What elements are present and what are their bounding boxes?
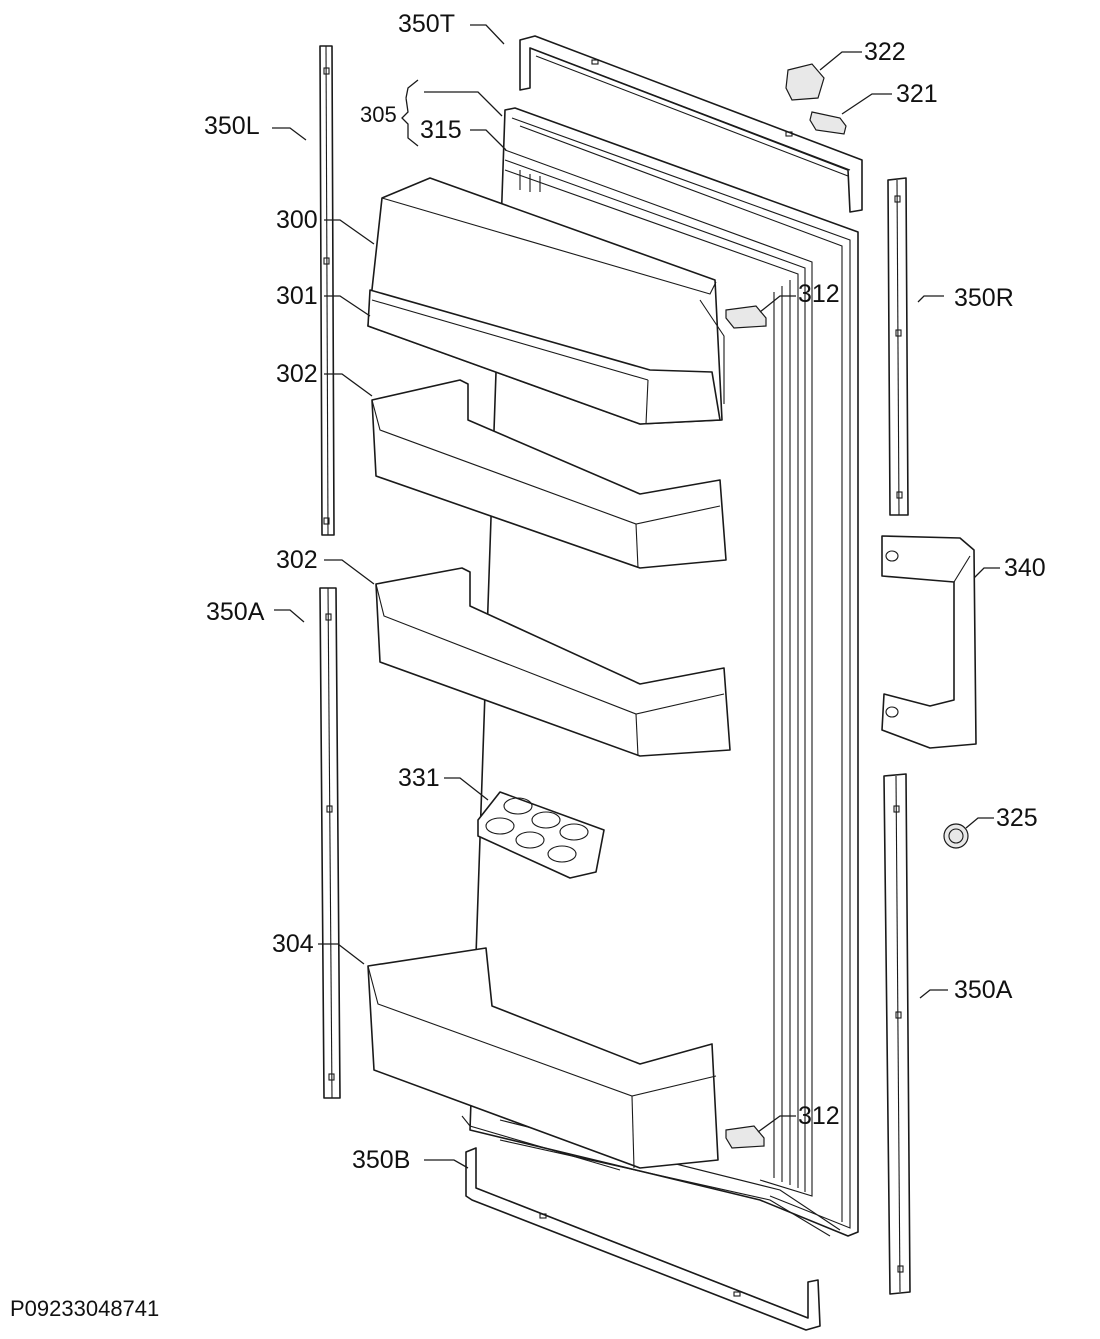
label-350T: 350T bbox=[398, 10, 455, 38]
label-305: 305 bbox=[360, 102, 397, 127]
cap bbox=[943, 823, 969, 849]
dairy-compartment bbox=[367, 177, 725, 425]
door-shelf-upper bbox=[371, 379, 727, 569]
clip-upper bbox=[725, 305, 767, 329]
label-302-upper: 302 bbox=[276, 360, 318, 388]
label-350A-left: 350A bbox=[206, 598, 265, 626]
door-shelf-middle bbox=[375, 567, 731, 757]
top-trim-strip bbox=[519, 35, 863, 213]
label-300: 300 bbox=[276, 206, 318, 234]
clip-lower bbox=[725, 1125, 765, 1149]
label-321: 321 bbox=[896, 80, 938, 108]
drawing-code: P09233048741 bbox=[10, 1296, 160, 1321]
bottle-shelf bbox=[367, 947, 719, 1171]
label-304: 304 bbox=[272, 930, 314, 958]
right-strip-upper bbox=[887, 177, 909, 516]
label-302-middle: 302 bbox=[276, 546, 318, 574]
label-350B: 350B bbox=[352, 1146, 411, 1174]
label-325: 325 bbox=[996, 804, 1038, 832]
left-strip-lower bbox=[319, 587, 341, 1099]
label-350A-right: 350A bbox=[954, 976, 1013, 1004]
label-331: 331 bbox=[398, 764, 440, 792]
label-315: 315 bbox=[420, 116, 462, 144]
label-301: 301 bbox=[276, 282, 318, 310]
hinge-pin bbox=[809, 111, 847, 135]
door-handle bbox=[881, 535, 977, 749]
label-312-lower: 312 bbox=[798, 1102, 840, 1130]
hinge-cover bbox=[785, 63, 825, 101]
right-strip-lower bbox=[883, 773, 911, 1295]
bottom-trim-strip bbox=[465, 1147, 821, 1331]
label-312-upper: 312 bbox=[798, 280, 840, 308]
label-322: 322 bbox=[864, 38, 906, 66]
egg-tray bbox=[477, 791, 605, 879]
label-340: 340 bbox=[1004, 554, 1046, 582]
label-350R: 350R bbox=[954, 284, 1014, 312]
label-350L: 350L bbox=[204, 112, 260, 140]
leader-lines bbox=[272, 24, 1000, 1169]
left-strip-upper bbox=[319, 45, 335, 536]
